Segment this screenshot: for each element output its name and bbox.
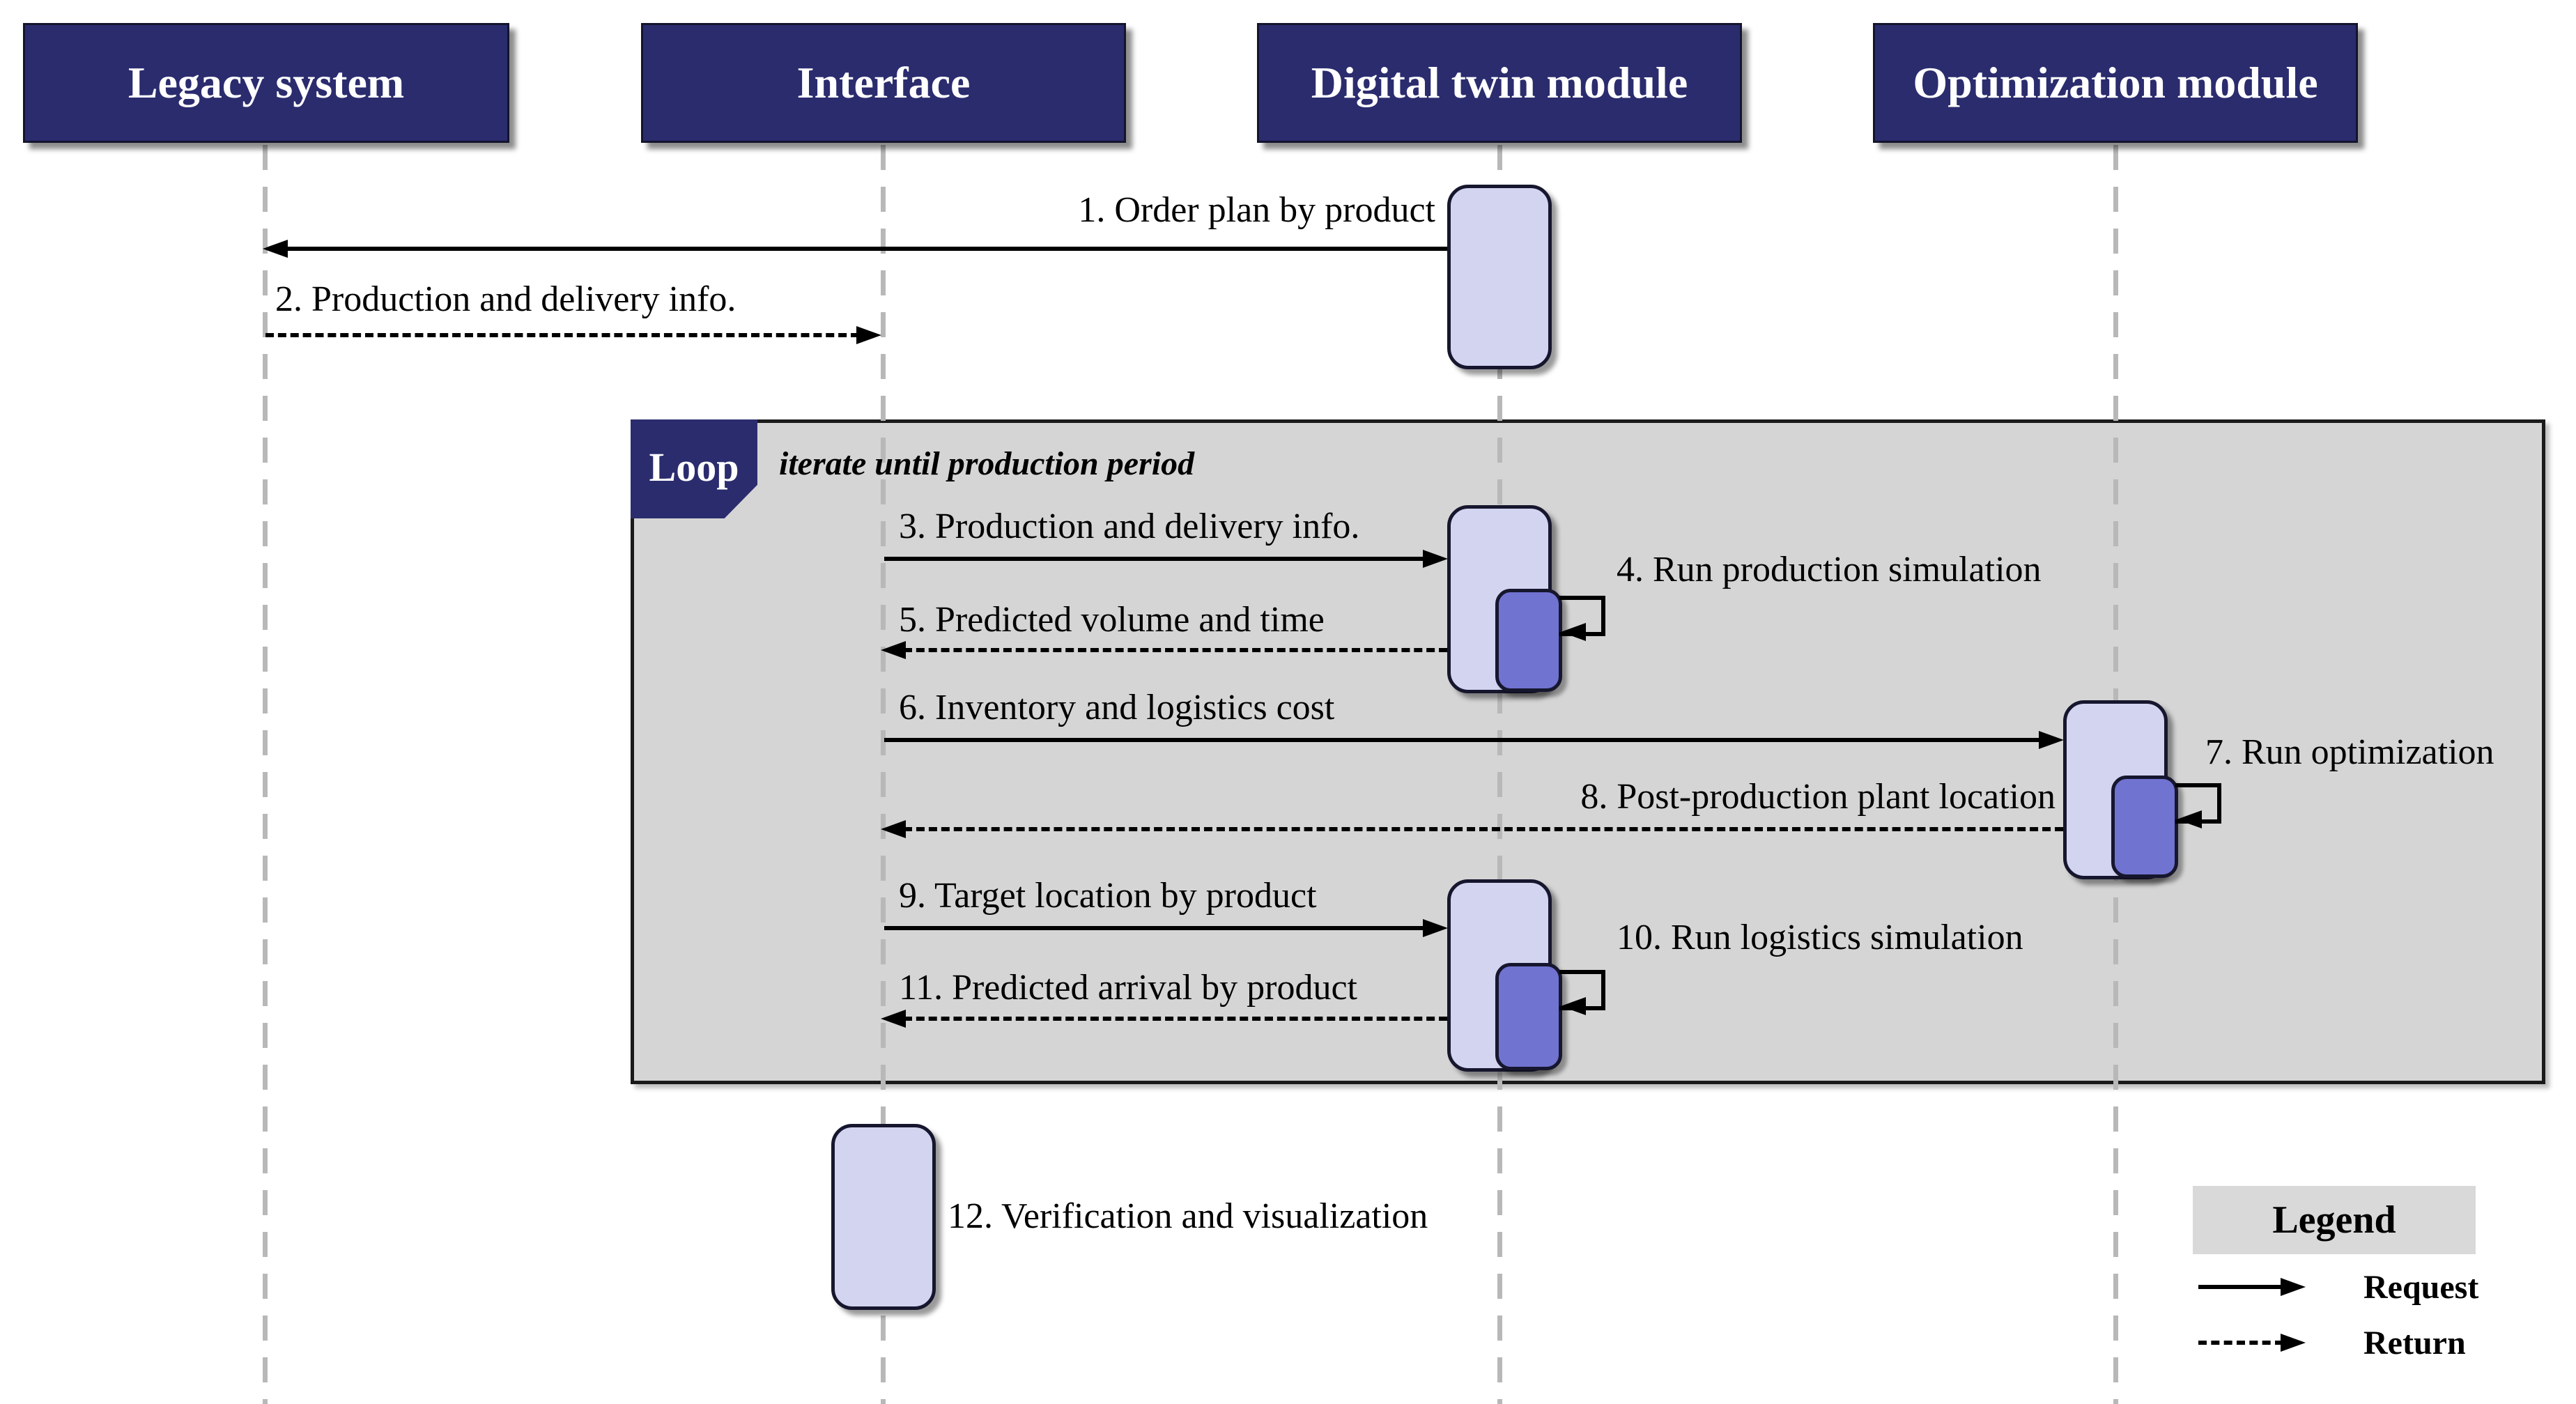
actor-digital-twin-module: Digital twin module bbox=[1257, 23, 1742, 143]
message-7-self-arrow bbox=[2175, 783, 2221, 824]
message-3-arrow-line bbox=[884, 557, 1426, 561]
message-2-label: 2. Production and delivery info. bbox=[275, 279, 736, 319]
actor-legacy-system: Legacy system bbox=[23, 23, 509, 143]
message-4-label: 4. Run production simulation bbox=[1617, 550, 2042, 589]
message-7-label: 7. Run optimization bbox=[2205, 732, 2494, 772]
loop-constraint: iterate until production period bbox=[779, 445, 1195, 482]
message-10-label: 10. Run logistics simulation bbox=[1617, 918, 2023, 957]
message-9-label: 9. Target location by product bbox=[899, 876, 1317, 916]
activation-inner-optimization bbox=[2111, 776, 2178, 878]
lifeline-interface bbox=[881, 145, 886, 1404]
message-11-label: 11. Predicted arrival by product bbox=[899, 968, 1357, 1008]
activation-inner-production-simulation bbox=[1495, 589, 1562, 692]
legend-request-arrow-line bbox=[2198, 1285, 2283, 1289]
message-1-label: 1. Order plan by product bbox=[1078, 190, 1435, 230]
message-1-arrow-line bbox=[285, 247, 1447, 251]
message-11-arrow-line bbox=[904, 1017, 1447, 1021]
message-4-self-arrow bbox=[1559, 596, 1605, 636]
message-5-label: 5. Predicted volume and time bbox=[899, 600, 1325, 640]
message-6-label: 6. Inventory and logistics cost bbox=[899, 688, 1335, 727]
actor-legacy-system-label: Legacy system bbox=[128, 58, 405, 107]
message-6-arrowhead-icon bbox=[2039, 731, 2064, 749]
message-5-arrowhead-icon bbox=[881, 641, 906, 659]
message-10-self-arrow bbox=[1559, 970, 1605, 1010]
actor-optimization-module-label: Optimization module bbox=[1913, 58, 2318, 107]
message-8-arrow-line bbox=[904, 827, 2063, 831]
message-8-arrowhead-icon bbox=[881, 820, 906, 838]
message-3-label: 3. Production and delivery info. bbox=[899, 507, 1360, 546]
message-9-arrow-line bbox=[884, 926, 1426, 930]
legend-request-label: Request bbox=[2363, 1269, 2479, 1306]
lifeline-digital-twin bbox=[1497, 145, 1502, 1404]
message-3-arrowhead-icon bbox=[1423, 550, 1448, 568]
legend-request-arrowhead-icon bbox=[2281, 1278, 2306, 1296]
actor-interface: Interface bbox=[641, 23, 1126, 143]
message-2-arrow-line bbox=[265, 333, 859, 337]
message-1-arrowhead-icon bbox=[263, 240, 288, 258]
message-5-arrow-line bbox=[904, 648, 1447, 652]
activation-digital-twin-1 bbox=[1447, 185, 1552, 369]
message-9-arrowhead-icon bbox=[1423, 919, 1448, 937]
lifeline-legacy-system bbox=[263, 145, 268, 1404]
legend-return-label: Return bbox=[2363, 1325, 2466, 1361]
actor-digital-twin-module-label: Digital twin module bbox=[1311, 58, 1688, 107]
legend-title-label: Legend bbox=[2272, 1198, 2396, 1242]
message-12-label: 12. Verification and visualization bbox=[948, 1196, 1428, 1236]
loop-tag-label: Loop bbox=[649, 444, 739, 490]
actor-interface-label: Interface bbox=[796, 58, 971, 107]
message-6-arrow-line bbox=[884, 738, 2041, 742]
legend-title: Legend bbox=[2193, 1186, 2476, 1254]
loop-fragment-tag: Loop bbox=[631, 419, 757, 518]
legend-return-arrow-line bbox=[2198, 1341, 2283, 1345]
message-2-arrowhead-icon bbox=[856, 326, 881, 344]
message-11-arrowhead-icon bbox=[881, 1010, 906, 1028]
message-8-label: 8. Post-production plant location bbox=[1580, 777, 2056, 817]
activation-interface bbox=[831, 1124, 936, 1310]
activation-inner-logistics-simulation bbox=[1495, 963, 1562, 1070]
legend-return-arrowhead-icon bbox=[2281, 1334, 2306, 1352]
actor-optimization-module: Optimization module bbox=[1873, 23, 2358, 143]
